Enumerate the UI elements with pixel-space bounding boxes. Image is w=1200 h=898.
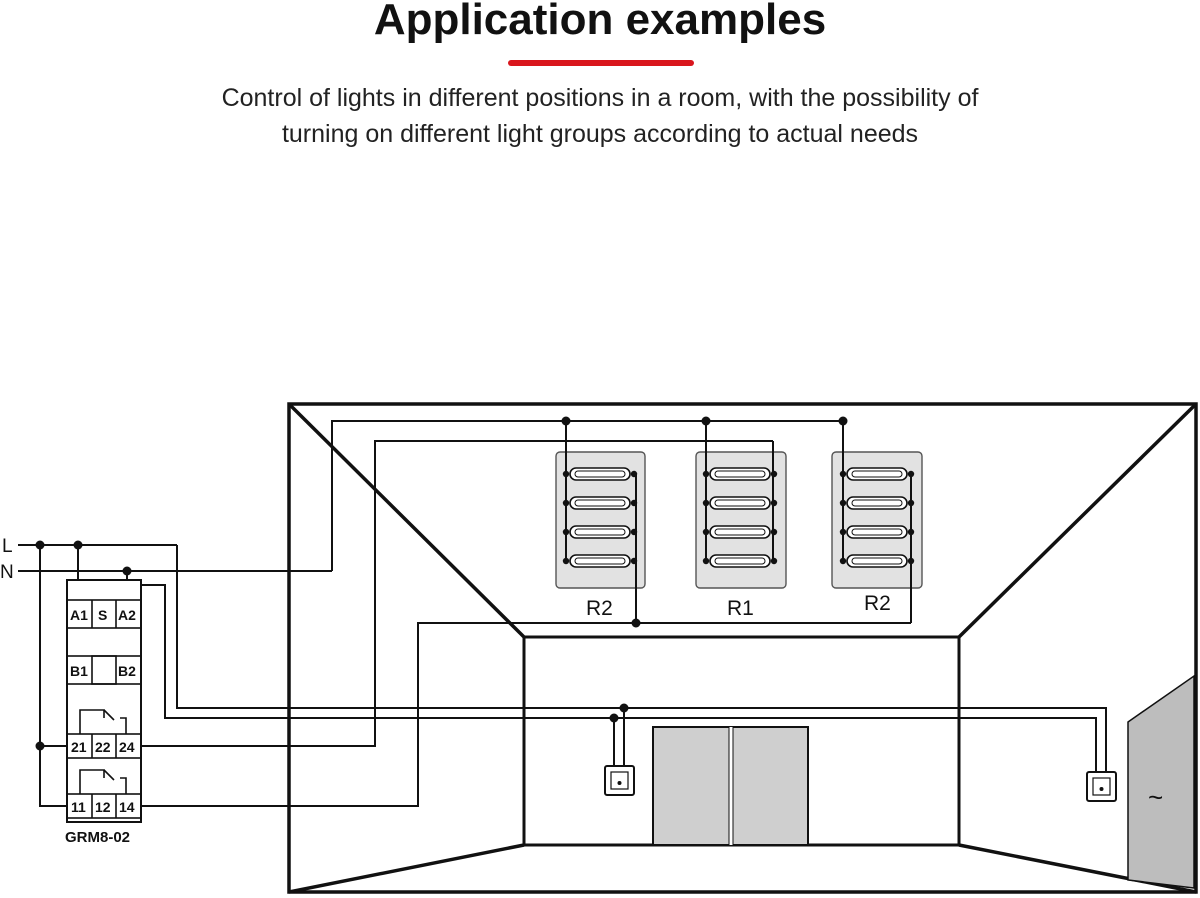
terminal-14: 14 [119,799,135,815]
page-subtitle: Control of lights in different positions… [0,80,1200,152]
terminal-22: 22 [95,739,111,755]
switch-left [604,765,635,796]
terminal-11: 11 [71,799,86,815]
door [652,726,809,846]
light-group-label-1: R2 [586,597,613,620]
terminal-12: 12 [95,799,111,815]
light-panel-left [555,421,646,623]
terminal-24: 24 [119,739,135,755]
subtitle-line-2: turning on different light groups accord… [281,120,919,148]
neutral-label: N [0,562,14,583]
relay-module: A1 S A2 B1 B2 21 22 24 11 12 14 [66,579,142,823]
terminal-b1: B1 [70,663,88,679]
light-panel-middle [695,421,787,589]
terminal-s: S [98,607,107,623]
wall-panel: ~ [1127,674,1195,889]
page-title: Application examples [373,0,827,44]
terminal-21: 21 [71,739,87,755]
relay-model-label: GRM8-02 [65,829,130,846]
terminal-b2: B2 [118,663,136,679]
title-underline [508,60,694,66]
junction-dots [35,416,848,751]
room-outline [287,402,1198,894]
switch-right [1086,771,1117,802]
terminal-a2: A2 [118,607,136,623]
subtitle-line-1: Control of lights in different positions… [221,84,979,112]
terminal-a1: A1 [70,607,88,623]
light-group-label-3: R2 [864,592,891,615]
outlet-symbol: ~ [1148,782,1163,812]
light-group-label-2: R1 [727,597,754,620]
light-panel-right [831,421,923,623]
phase-label: L [2,536,13,557]
